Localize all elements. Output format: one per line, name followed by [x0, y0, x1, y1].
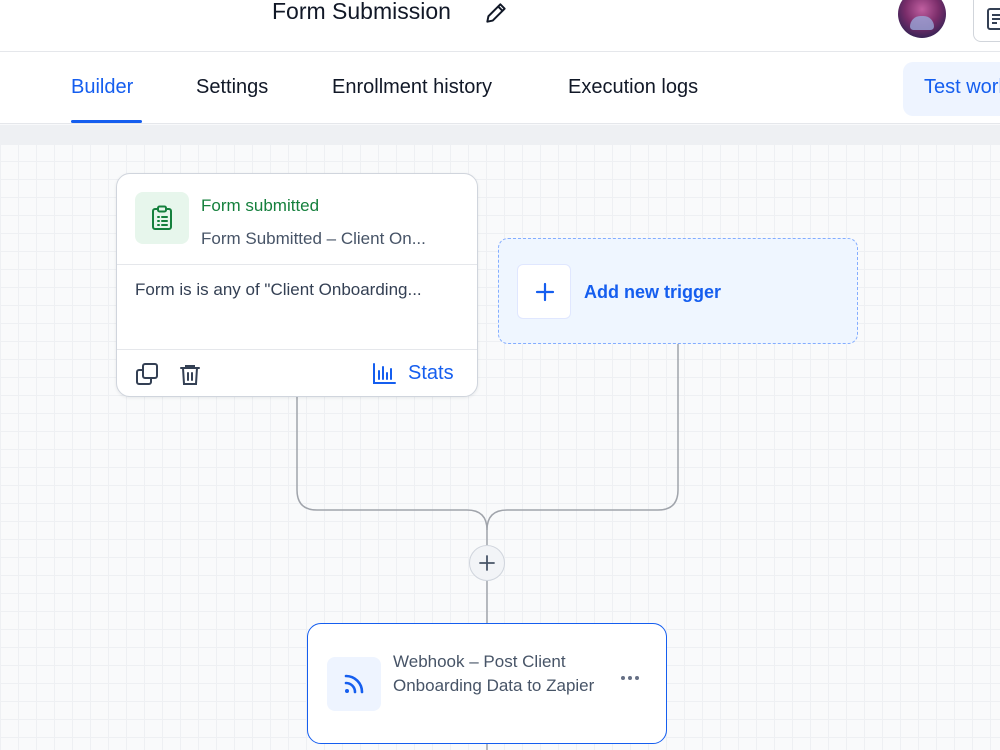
tab-builder[interactable]: Builder: [71, 76, 134, 98]
action-icon-box: [327, 657, 381, 711]
user-avatar[interactable]: [898, 0, 946, 38]
active-tab-indicator: [71, 120, 142, 123]
trash-icon[interactable]: [178, 362, 202, 386]
card-divider: [117, 349, 477, 350]
tab-enrollment-history[interactable]: Enrollment history: [332, 76, 493, 98]
clipboard-list-icon: [152, 205, 172, 230]
document-button[interactable]: [973, 0, 1000, 42]
more-horizontal-icon[interactable]: [620, 675, 640, 681]
copy-icon[interactable]: [135, 362, 159, 386]
action-title: Webhook – Post Client Onboarding Data to…: [393, 652, 595, 695]
trigger-card[interactable]: Form submitted Form Submitted – Client O…: [116, 173, 478, 397]
top-bar: Form Submission: [0, 0, 1000, 52]
trigger-filter: Form is is any of "Client Onboarding...: [135, 280, 422, 299]
action-card-webhook[interactable]: Webhook – Post Client Onboarding Data to…: [307, 623, 667, 744]
add-new-trigger-button[interactable]: Add new trigger: [498, 238, 858, 344]
stats-label: Stats: [408, 362, 454, 384]
webhook-icon: [344, 674, 364, 694]
pencil-icon[interactable]: [483, 0, 509, 26]
card-divider: [117, 264, 477, 265]
tab-execution-logs[interactable]: Execution logs: [568, 76, 699, 98]
workflow-title[interactable]: Form Submission: [272, 0, 451, 24]
test-workflow-button[interactable]: Test workflow: [903, 62, 1000, 116]
document-icon: [987, 8, 1000, 30]
tab-bar: Builder Settings Enrollment history Exec…: [0, 52, 1000, 124]
trigger-type: Form submitted: [201, 196, 320, 215]
plus-icon: [479, 555, 495, 571]
plus-icon: [535, 282, 555, 302]
add-step-button[interactable]: [469, 545, 505, 581]
trigger-name: Form Submitted – Client On...: [201, 229, 426, 248]
bar-chart-icon: [373, 363, 396, 384]
add-trigger-label: Add new trigger: [584, 282, 722, 302]
add-trigger-icon-box: [517, 264, 571, 319]
trigger-icon-box: [135, 192, 189, 244]
tab-settings[interactable]: Settings: [196, 76, 269, 98]
canvas-top-strip: [0, 125, 1000, 145]
